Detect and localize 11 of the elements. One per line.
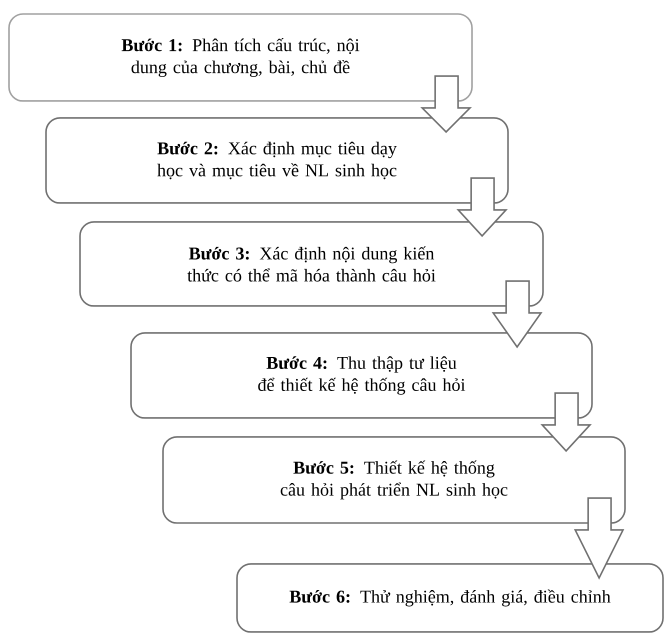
block-arrow	[540, 392, 592, 452]
block-arrow	[456, 177, 508, 238]
block-arrow	[420, 75, 472, 134]
process-box: Bước 6: Thử nghiệm, đánh giá, điều chỉnh	[236, 563, 664, 633]
process-box: Bước 4: Thu thập tư liệu để thiết kế hệ thống câu hỏi	[130, 332, 593, 419]
block-arrow	[492, 280, 543, 348]
process-box: Bước 3: Xác định nội dung kiến thức có thể mã hóa thành câu hỏi	[79, 221, 544, 307]
block-arrow	[574, 497, 624, 580]
process-box: Bước 2: Xác định mục tiêu dạy học và mục tiêu về NL sinh học	[45, 117, 509, 204]
process-box: Bước 5: Thiết kế hệ thống câu hỏi phát triển NL sinh học	[162, 436, 626, 524]
process-box: Bước 1: Phân tích cấu trúc, nội dung của chương, bài, chủ đề	[8, 13, 473, 102]
